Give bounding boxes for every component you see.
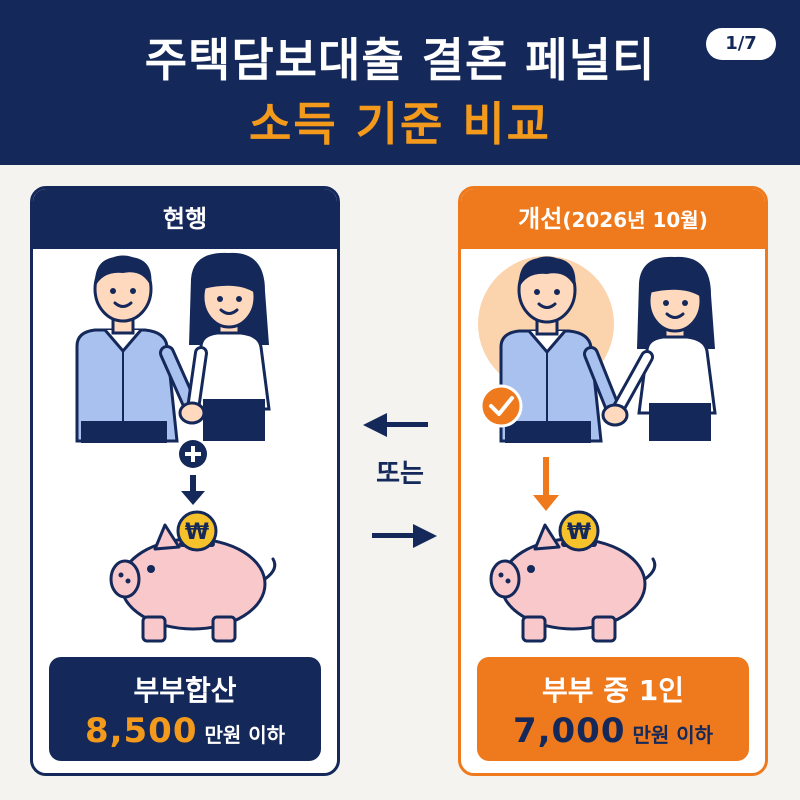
improved-amount-number: 7,000 bbox=[512, 711, 626, 751]
current-scene: ₩ bbox=[75, 252, 277, 643]
page-indicator-badge: 1/7 bbox=[706, 28, 776, 60]
arrow-down-icon bbox=[181, 475, 205, 505]
won-symbol: ₩ bbox=[567, 520, 591, 545]
man-figure bbox=[499, 256, 603, 443]
plus-icon bbox=[179, 440, 207, 468]
current-panel: 현행 bbox=[30, 186, 340, 776]
woman-figure bbox=[189, 252, 271, 441]
improved-result-amount: 7,000 만원 이하 bbox=[477, 711, 749, 751]
check-icon bbox=[479, 384, 523, 428]
woman-figure bbox=[637, 256, 717, 441]
current-amount-number: 8,500 bbox=[84, 711, 198, 751]
current-result-box: 부부합산 8,500 만원 이하 bbox=[49, 657, 321, 761]
or-label: 또는 bbox=[376, 459, 424, 489]
title-line-2: 소득 기준 비교 bbox=[249, 97, 551, 151]
improved-panel: 개선(2026년 10월) bbox=[458, 186, 768, 776]
arrow-left-icon bbox=[363, 413, 428, 437]
current-panel-heading: 현행 bbox=[33, 189, 337, 249]
improved-heading-date: (2026년 10월) bbox=[562, 208, 708, 232]
current-result-label: 부부합산 bbox=[133, 674, 237, 707]
improved-result-box: 부부 중 1인 7,000 만원 이하 bbox=[477, 657, 749, 761]
improved-amount-suffix: 만원 이하 bbox=[632, 723, 714, 747]
improved-scene: ₩ bbox=[478, 256, 717, 643]
arrow-right-icon bbox=[372, 524, 437, 548]
middle-comparison: 또는 bbox=[355, 405, 445, 555]
couple-illustration bbox=[499, 256, 717, 443]
improved-heading-text: 개선 bbox=[518, 205, 563, 233]
man-figure bbox=[75, 255, 179, 443]
won-coin-icon: ₩ bbox=[558, 510, 600, 552]
title-line-1: 주택담보대출 결혼 페널티 bbox=[144, 33, 656, 87]
won-coin-icon: ₩ bbox=[176, 510, 218, 552]
improved-panel-heading: 개선(2026년 10월) bbox=[461, 189, 765, 249]
arrow-down-icon bbox=[533, 457, 559, 511]
won-symbol: ₩ bbox=[185, 520, 209, 545]
improved-result-label: 부부 중 1인 bbox=[541, 674, 685, 707]
current-amount-suffix: 만원 이하 bbox=[204, 723, 286, 747]
couple-illustration bbox=[75, 252, 271, 443]
current-heading-text: 현행 bbox=[162, 205, 208, 233]
current-result-amount: 8,500 만원 이하 bbox=[49, 711, 321, 751]
header-banner: 주택담보대출 결혼 페널티 소득 기준 비교 1/7 bbox=[0, 0, 800, 165]
